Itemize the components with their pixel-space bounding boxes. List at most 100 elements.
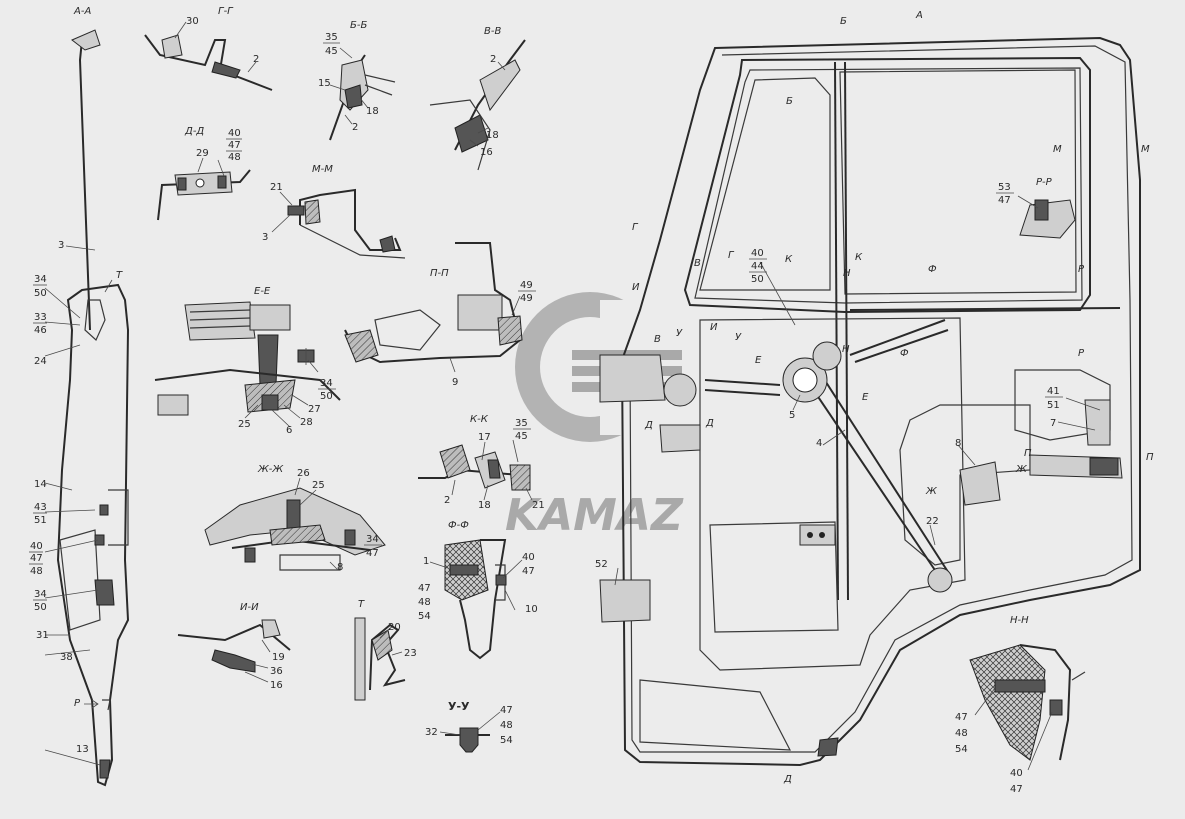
section-label: Р <box>1078 348 1085 359</box>
part-number-label: 40 <box>30 541 43 552</box>
part-number-label: 24 <box>34 356 47 367</box>
part-number-label: 17 <box>478 432 491 443</box>
section-label: И-И <box>240 602 259 613</box>
part-number-label: 47 <box>500 705 513 716</box>
section-label: А <box>915 10 923 21</box>
part-number-label: 47 <box>228 140 241 151</box>
section-label: М-М <box>312 164 333 175</box>
section-label: Б <box>840 16 847 27</box>
part-number-label: 36 <box>270 666 283 677</box>
part-number-label: 40 <box>228 128 241 139</box>
section-label: Г <box>728 250 735 261</box>
part-number-label: 1 <box>423 556 429 567</box>
view-ii: И-И 19 36 16 <box>177 602 291 691</box>
section-label: Б-Б <box>350 20 367 31</box>
view-uu: У-У 32 47 48 54 <box>425 700 513 753</box>
section-label: Ф <box>928 264 937 275</box>
part-number-label: 46 <box>34 325 47 336</box>
section-label: У <box>676 328 683 339</box>
part-number-label: 53 <box>998 182 1011 193</box>
part-number-label: 3 <box>262 232 268 243</box>
part-number-label: 20 <box>388 622 401 633</box>
part-number-label: 51 <box>1047 400 1060 411</box>
part-number-label: 6 <box>286 425 292 436</box>
part-number-label: 13 <box>76 744 89 755</box>
section-label: К-К <box>470 414 489 425</box>
part-number-label: 44 <box>751 261 764 272</box>
part-number-label: 18 <box>366 106 379 117</box>
part-number-label: 43 <box>34 502 47 513</box>
section-label: М <box>1053 144 1062 155</box>
view-rr: Р-Р 53 47 <box>996 177 1076 239</box>
section-label: Ф <box>900 348 909 359</box>
view-aa: А-А 3 34 50 33 46 24 14 43 51 <box>29 6 130 787</box>
part-number-label: 47 <box>998 195 1011 206</box>
part-number-label: 50 <box>320 391 333 402</box>
section-label: Ж <box>925 486 938 497</box>
part-number-label: 5 <box>789 410 795 421</box>
view-ff: Ф-Ф 1 40 47 47 48 54 10 <box>418 520 538 660</box>
view-vv: В-В 2 18 16 <box>429 26 526 171</box>
part-number-label: 51 <box>34 515 47 526</box>
part-number-label: 45 <box>325 46 338 57</box>
part-number-label: 29 <box>196 148 209 159</box>
view-pp: П-П 49 49 9 <box>344 242 536 388</box>
section-label: В-В <box>484 26 501 37</box>
part-number-label: 26 <box>297 468 310 479</box>
part-number-label: 2 <box>352 122 358 133</box>
part-number-label: 48 <box>418 597 431 608</box>
view-ee: Е-Е 34 50 27 28 6 25 <box>154 286 341 436</box>
part-number-label: 49 <box>520 280 533 291</box>
part-number-label: 31 <box>36 630 49 641</box>
section-label: Ж <box>1015 464 1028 475</box>
part-number-label: 21 <box>270 182 283 193</box>
section-label: М <box>1141 144 1150 155</box>
part-number-label: 33 <box>34 312 47 323</box>
part-number-label: 30 <box>186 16 199 27</box>
section-label: Е-Е <box>254 286 271 297</box>
part-number-label: 2 <box>253 54 259 65</box>
part-number-label: 21 <box>532 500 545 511</box>
part-number-label: 54 <box>418 611 431 622</box>
part-number-label: 3 <box>58 240 64 251</box>
part-number-label: 48 <box>955 728 968 739</box>
section-label: Н <box>842 344 850 355</box>
section-label: Б <box>786 96 793 107</box>
section-label: К <box>855 252 863 263</box>
part-number-label: 15 <box>318 78 331 89</box>
part-number-label: 23 <box>404 648 417 659</box>
door-view: 40 44 50 5 4 8 22 52 41 51 7 А Б Б Г Г В… <box>595 10 1154 785</box>
part-number-label: 22 <box>926 516 939 527</box>
section-label: Д <box>705 418 714 429</box>
part-number-label: 25 <box>238 419 251 430</box>
view-gg: Г-Г 30 2 <box>144 6 273 91</box>
section-label: Д <box>783 774 792 785</box>
section-label: А-А <box>73 6 91 17</box>
part-number-label: 54 <box>500 735 513 746</box>
part-number-label: 34 <box>366 534 379 545</box>
section-label: П <box>1146 452 1154 463</box>
section-label: И <box>632 282 640 293</box>
part-number-label: 18 <box>486 130 499 141</box>
part-number-label: 34 <box>320 378 333 389</box>
part-number-label: 34 <box>34 274 47 285</box>
section-label: Г-Г <box>218 6 234 17</box>
part-number-label: 8 <box>337 562 343 573</box>
part-number-label: 7 <box>1050 418 1056 429</box>
view-zhzh: Ж-Ж 26 25 34 47 8 <box>204 464 386 573</box>
part-number-label: 40 <box>751 248 764 259</box>
section-label: Т <box>116 270 123 281</box>
section-label: Т <box>358 599 365 610</box>
part-number-label: 41 <box>1047 386 1060 397</box>
part-number-label: 40 <box>522 552 535 563</box>
view-dd: Д-Д 29 40 47 48 <box>157 126 251 221</box>
part-number-label: 47 <box>30 553 43 564</box>
view-nn: Н-Н 47 48 54 40 47 <box>955 615 1086 795</box>
part-number-label: 49 <box>520 293 533 304</box>
part-number-label: 34 <box>34 589 47 600</box>
section-label: П-П <box>430 268 449 279</box>
part-number-label: 50 <box>34 602 47 613</box>
section-label: Н <box>843 268 851 279</box>
section-label: Р <box>1078 264 1085 275</box>
